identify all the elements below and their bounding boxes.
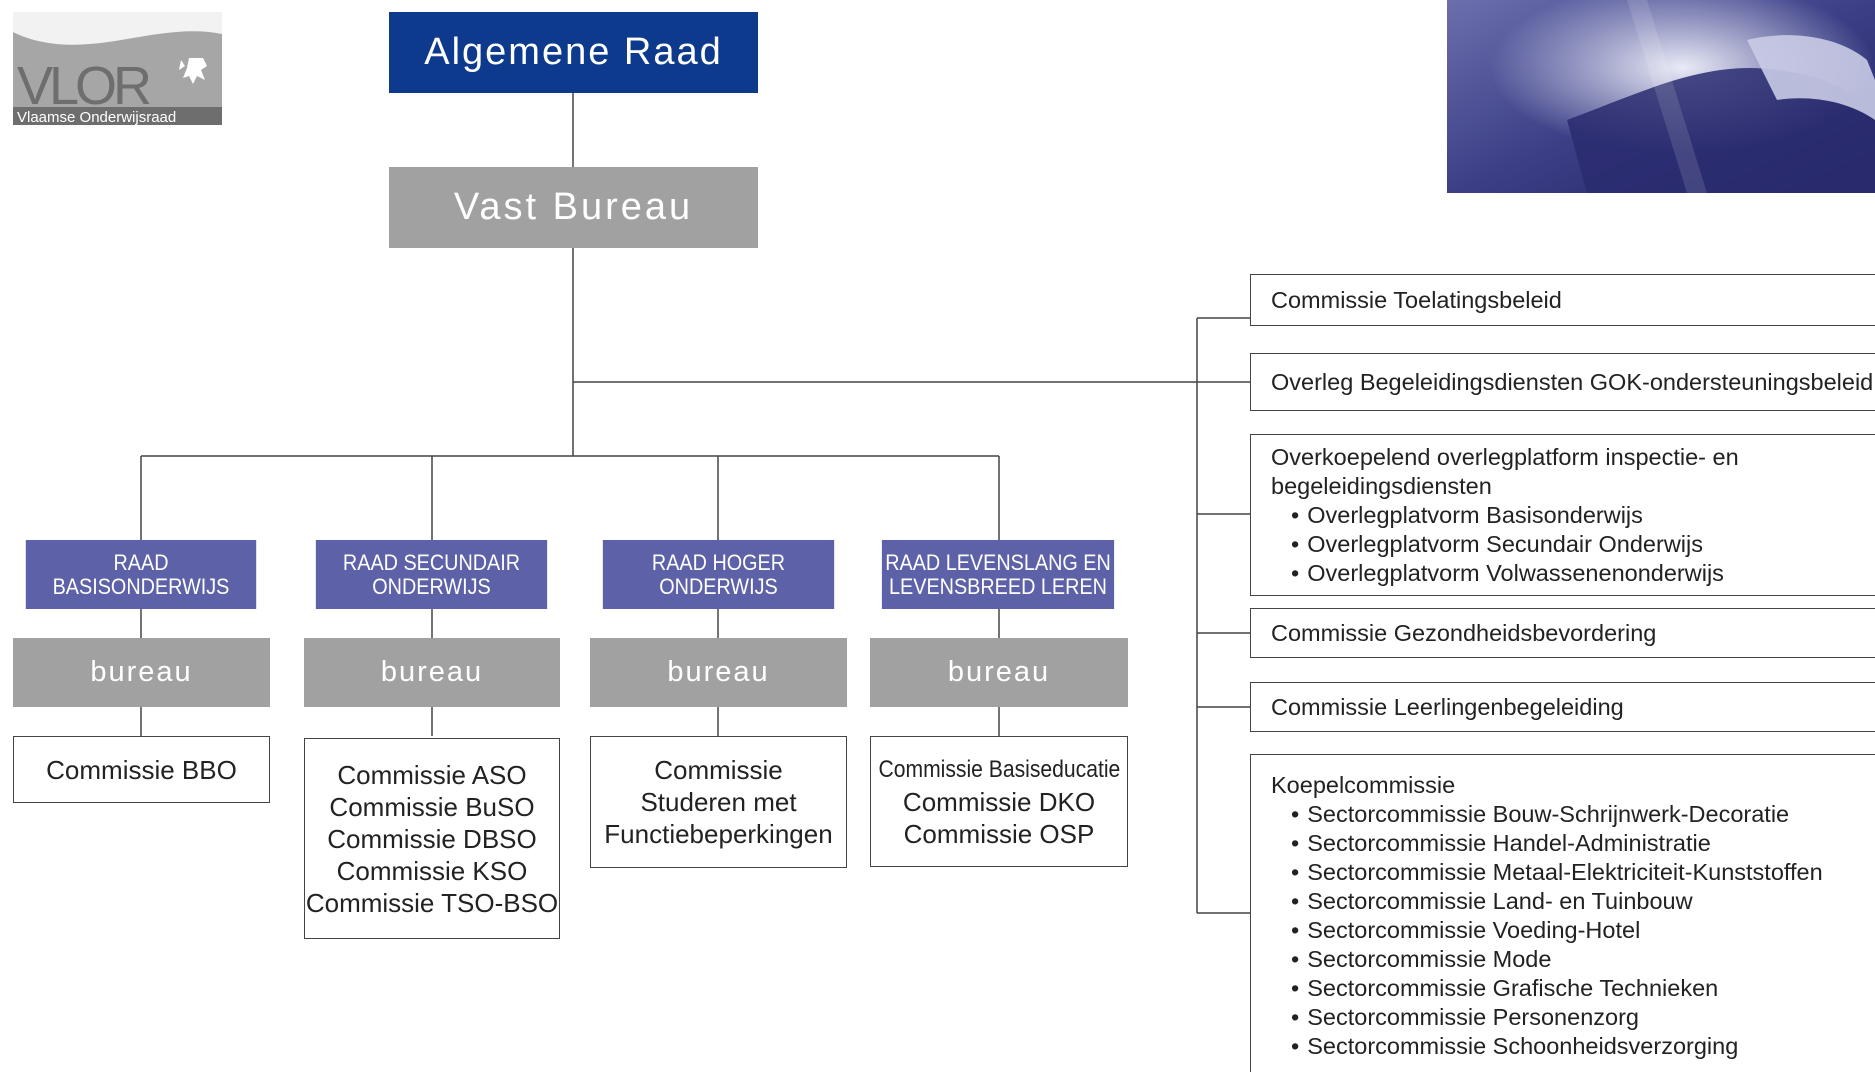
- standing-bureau-label: Vast Bureau: [453, 186, 694, 228]
- side-commission-title: Commissie Toelatingsbeleid: [1271, 286, 1562, 313]
- side-commission-box: Overkoepelend overlegplatform inspectie-…: [1250, 434, 1875, 596]
- bureau-label: bureau: [667, 656, 770, 688]
- commission-name: Commissie BBO: [46, 754, 237, 785]
- logo-text: VLOR: [17, 56, 150, 116]
- vlor-logo: VLOR Vlaamse Onderwijsraad: [13, 12, 222, 126]
- bureau-label: bureau: [90, 656, 193, 688]
- side-commission-title: Commissie Leerlingenbegeleiding: [1271, 693, 1624, 720]
- side-list-item: Sectorcommissie Metaal-Elektriciteit-Kun…: [1271, 858, 1875, 887]
- council-higher-education: RAAD HOGER ONDERWIJS: [602, 540, 835, 609]
- side-commission-title: Overkoepelend overlegplatform inspectie-…: [1271, 443, 1739, 470]
- general-council-box: Algemene Raad: [389, 12, 758, 93]
- standing-bureau-box: Vast Bureau: [389, 167, 758, 248]
- logo-subtext: Vlaamse Onderwijsraad: [17, 109, 176, 125]
- commission-name: Functiebeperkingen: [604, 819, 833, 849]
- commission-name: Commissie DBSO: [327, 823, 537, 854]
- bureau-box: bureau: [870, 638, 1128, 707]
- side-list-item: Sectorcommissie Grafische Technieken: [1271, 974, 1875, 1003]
- hand-keyboard-photo: [1447, 0, 1875, 193]
- council-label: RAAD SECUNDAIR: [342, 549, 521, 575]
- side-commission-title: Koepelcommissie: [1271, 772, 1456, 798]
- side-commission-box: Commissie Leerlingenbegeleiding: [1250, 682, 1875, 732]
- council-basic-education: RAAD BASISONDERWIJS: [25, 540, 257, 609]
- commission-name: Commissie TSO-BSO: [305, 887, 559, 918]
- side-commission-box: Commissie Toelatingsbeleid: [1250, 274, 1875, 326]
- commission-name: Commissie: [654, 755, 783, 785]
- bureau-label: bureau: [947, 656, 1051, 688]
- side-list-item: Sectorcommissie Schoonheidsverzorging: [1271, 1032, 1875, 1061]
- side-list-item: Sectorcommissie Handel-Administratie: [1271, 829, 1875, 858]
- council-label: LEVENSBREED LEREN: [889, 573, 1107, 599]
- side-list-item: Sectorcommissie Mode: [1271, 945, 1875, 974]
- general-council-label: Algemene Raad: [424, 31, 723, 73]
- commission-box: Commissie Studeren met Functiebeperkinge…: [590, 736, 847, 868]
- council-label: RAAD BASISONDERWIJS: [52, 549, 230, 599]
- side-commission-title: Overleg Begeleidingsdiensten GOK-onderst…: [1271, 368, 1874, 395]
- side-list-item: Sectorcommissie Land- en Tuinbouw: [1271, 887, 1875, 916]
- bureau-label: bureau: [380, 656, 484, 688]
- side-list-item: Overlegplatvorm Secundair Onderwijs: [1271, 530, 1875, 559]
- commission-box: Commissie Basiseducatie Commissie DKO Co…: [870, 736, 1128, 867]
- bureau-box: bureau: [304, 638, 560, 707]
- side-list-item: Overlegplatvorm Volwassenenonderwijs: [1271, 559, 1875, 588]
- council-label: RAAD LEVENSLANG EN: [885, 549, 1111, 575]
- bureau-box: bureau: [13, 638, 270, 707]
- side-commission-box: Overleg Begeleidingsdiensten GOK-onderst…: [1250, 353, 1875, 411]
- side-list-item: Overlegplatvorm Basisonderwijs: [1271, 501, 1875, 530]
- side-commission-box: Commissie Gezondheidsbevordering: [1250, 608, 1875, 658]
- commission-name: Commissie BuSO: [329, 791, 535, 822]
- commission-name: Commissie OSP: [903, 818, 1095, 849]
- commission-name: Studeren met: [640, 787, 797, 817]
- council-secondary-education: RAAD SECUNDAIR ONDERWIJS: [315, 540, 548, 609]
- commission-name: Commissie DKO: [902, 786, 1096, 817]
- bureau-box: bureau: [590, 638, 847, 707]
- side-commission-title: Commissie Gezondheidsbevordering: [1271, 619, 1657, 646]
- council-label: ONDERWIJS: [372, 573, 491, 599]
- commission-name: Commissie KSO: [336, 855, 528, 886]
- side-list-item: Sectorcommissie Voeding-Hotel: [1271, 916, 1875, 945]
- side-list-item: Sectorcommissie Personenzorg: [1271, 1003, 1875, 1032]
- side-commission-box: Koepelcommissie Sectorcommissie Bouw-Sch…: [1250, 754, 1875, 1072]
- side-commission-title: begeleidingsdiensten: [1271, 472, 1492, 499]
- council-label: RAAD HOGER: [651, 549, 786, 575]
- council-lifelong-learning: RAAD LEVENSLANG EN LEVENSBREED LEREN: [881, 540, 1115, 609]
- lion-icon: [179, 58, 207, 84]
- side-list-item: Sectorcommissie Bouw-Schrijnwerk-Decorat…: [1271, 800, 1875, 829]
- commission-name: Commissie ASO: [337, 759, 527, 790]
- commission-box: Commissie BBO: [13, 736, 270, 803]
- commission-box: Commissie ASO Commissie BuSO Commissie D…: [304, 738, 560, 939]
- commission-name: Commissie Basiseducatie: [878, 755, 1120, 783]
- council-label: ONDERWIJS: [659, 573, 778, 599]
